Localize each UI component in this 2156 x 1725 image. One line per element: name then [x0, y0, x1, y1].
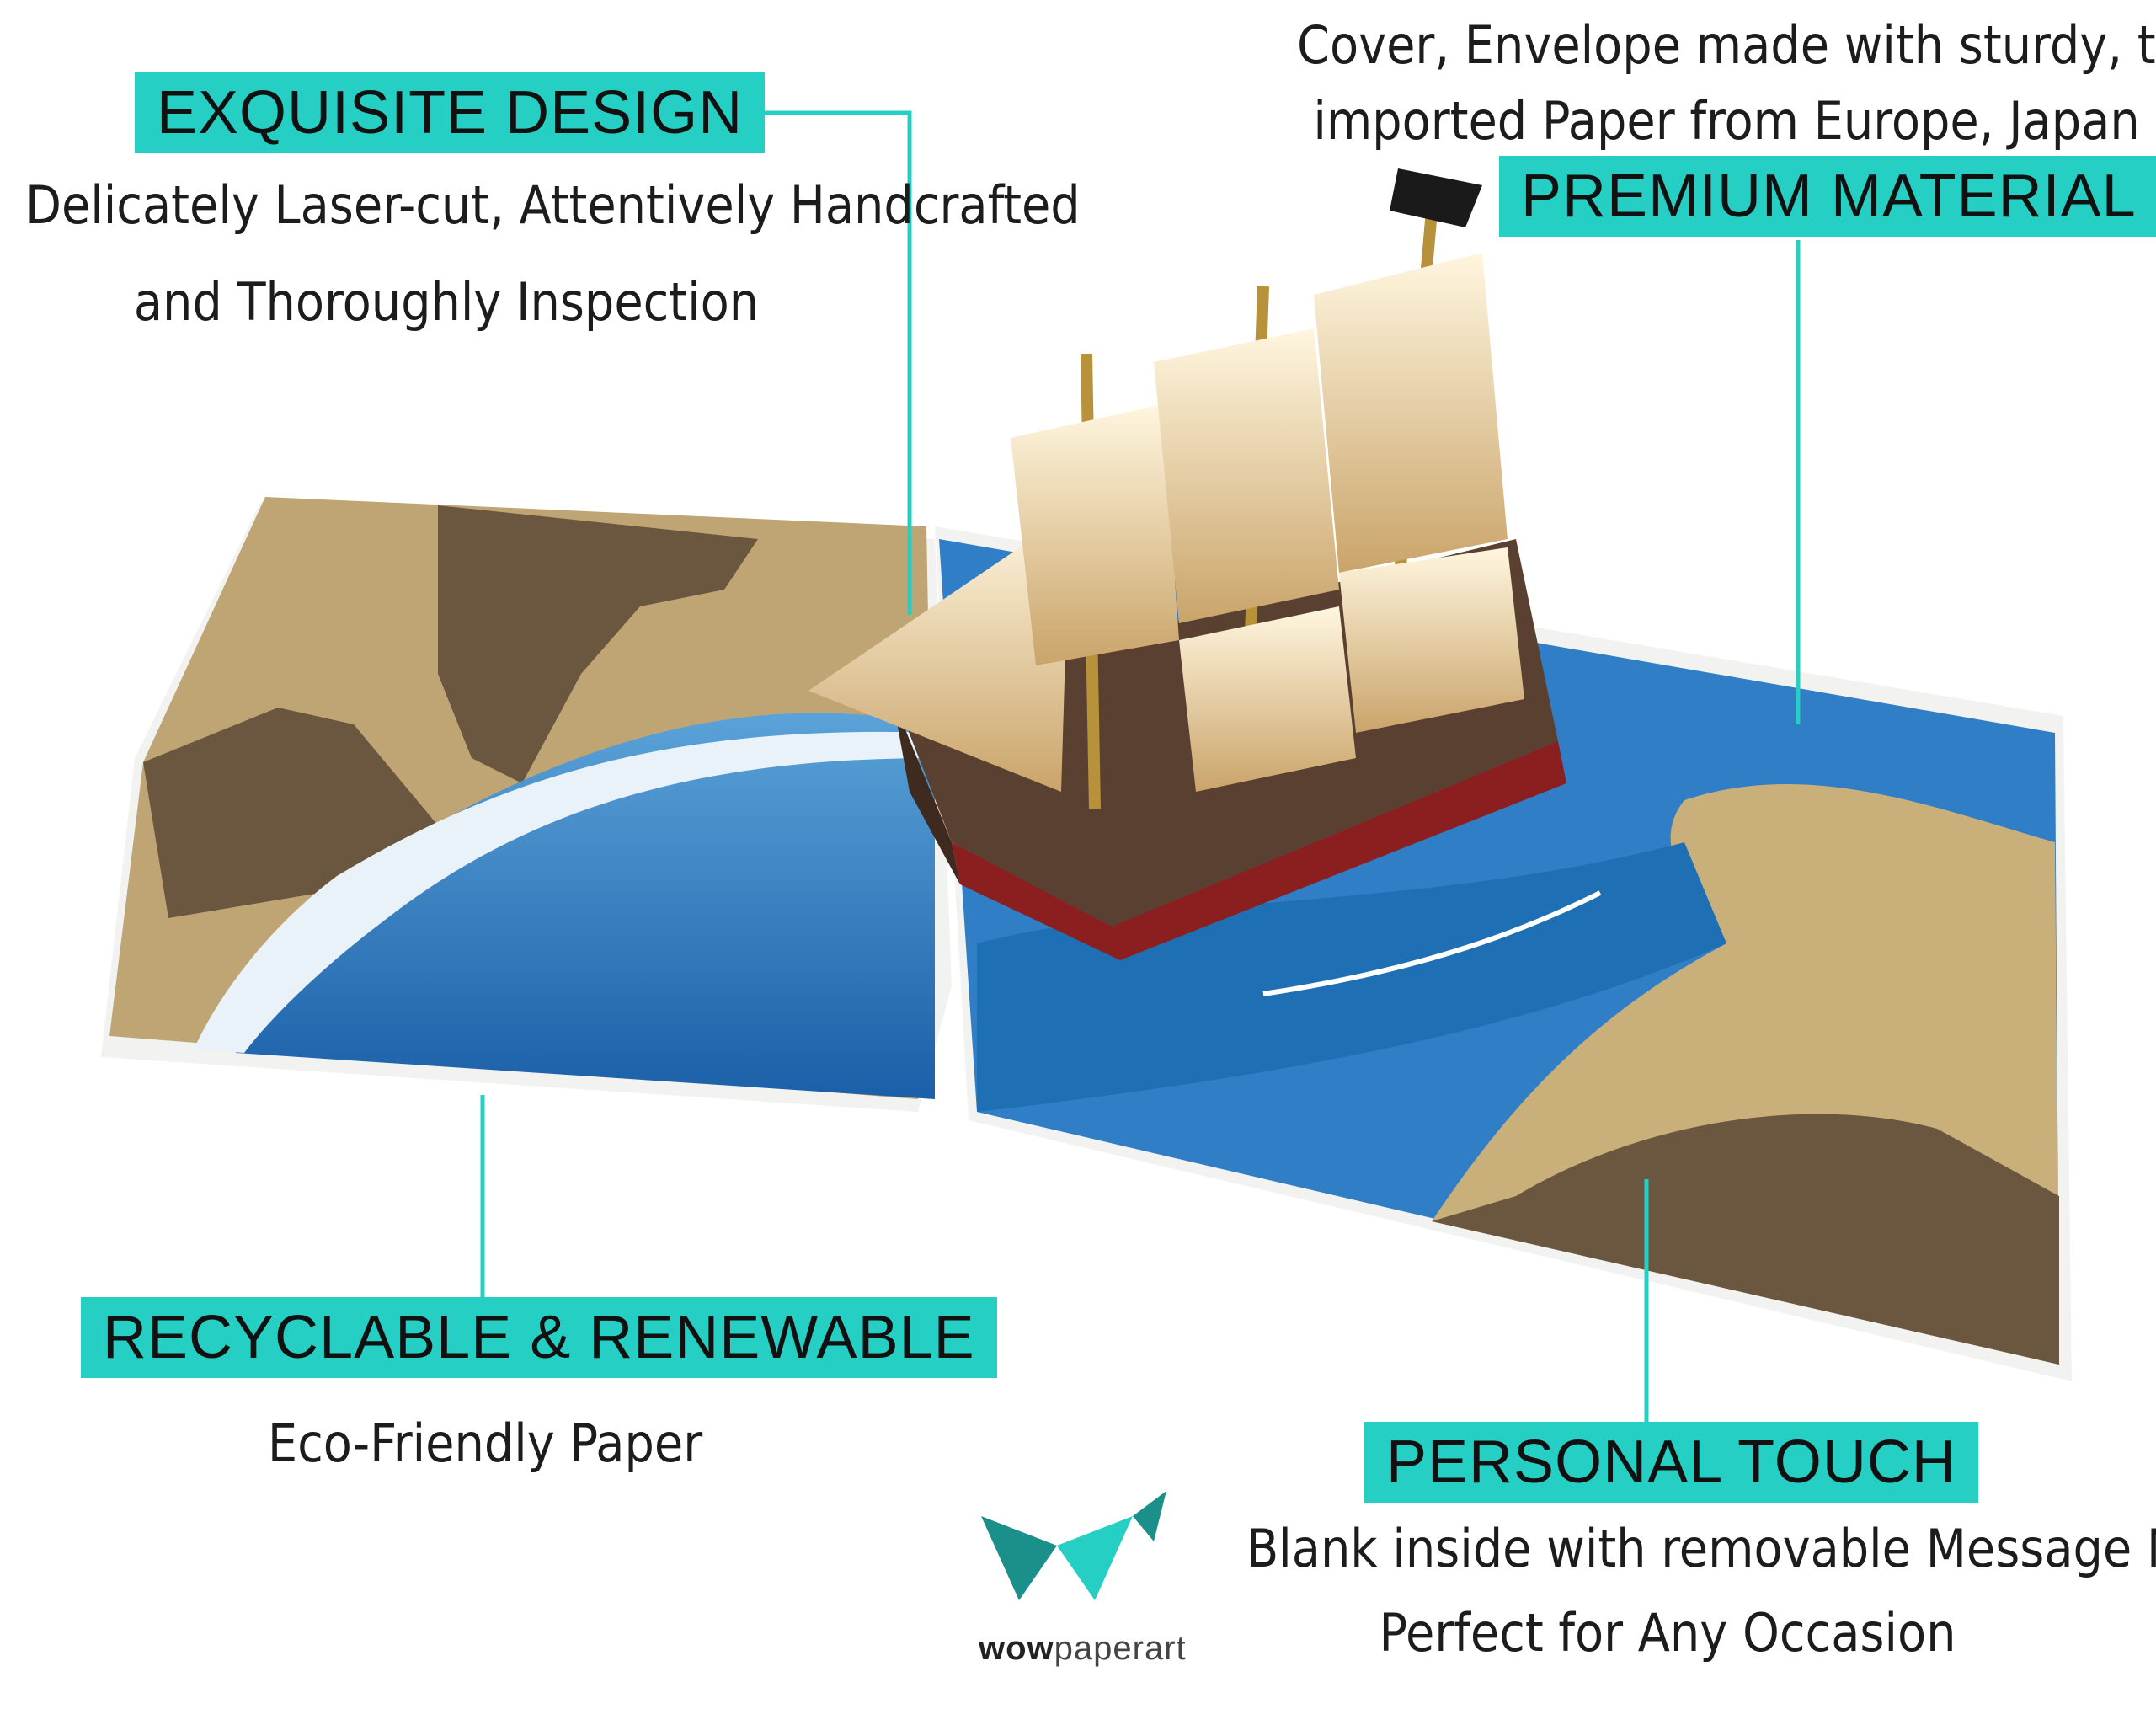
premium-material-badge: PREMIUM MATERIAL [1499, 156, 2156, 237]
card-left-panel [101, 497, 952, 1112]
exquisite-design-badge: EXQUISITE DESIGN [135, 72, 766, 153]
brand-logo-bold: wow [979, 1630, 1054, 1667]
premium-material-line1: Cover, Envelope made with sturdy, thick [1297, 14, 2156, 76]
brand-logo-rest: paperart [1054, 1630, 1187, 1667]
wowpaperart-logo-icon [981, 1491, 1166, 1600]
callout-lines [480, 110, 1801, 1423]
exquisite-design-line2: and Thoroughly Inspection [133, 271, 760, 333]
card-right-panel [935, 526, 2072, 1381]
personal-touch-line2: Perfect for Any Occasion [1379, 1602, 1956, 1664]
personal-touch-line1: Blank inside with removable Message Note [1246, 1518, 2156, 1579]
brand-logo-text: wowpaperart [979, 1630, 1187, 1668]
exquisite-design-line1: Delicately Laser-cut, Attentively Handcr… [25, 174, 1081, 236]
recyclable-renewable-badge: RECYCLABLE & RENEWABLE [81, 1297, 997, 1378]
recyclable-renewable-line1: Eco-Friendly Paper [267, 1413, 703, 1474]
pirate-ship-popup [808, 168, 1566, 960]
personal-touch-badge: PERSONAL TOUCH [1364, 1422, 1978, 1503]
premium-material-line2: imported Paper from Europe, Japan [1313, 90, 2140, 152]
